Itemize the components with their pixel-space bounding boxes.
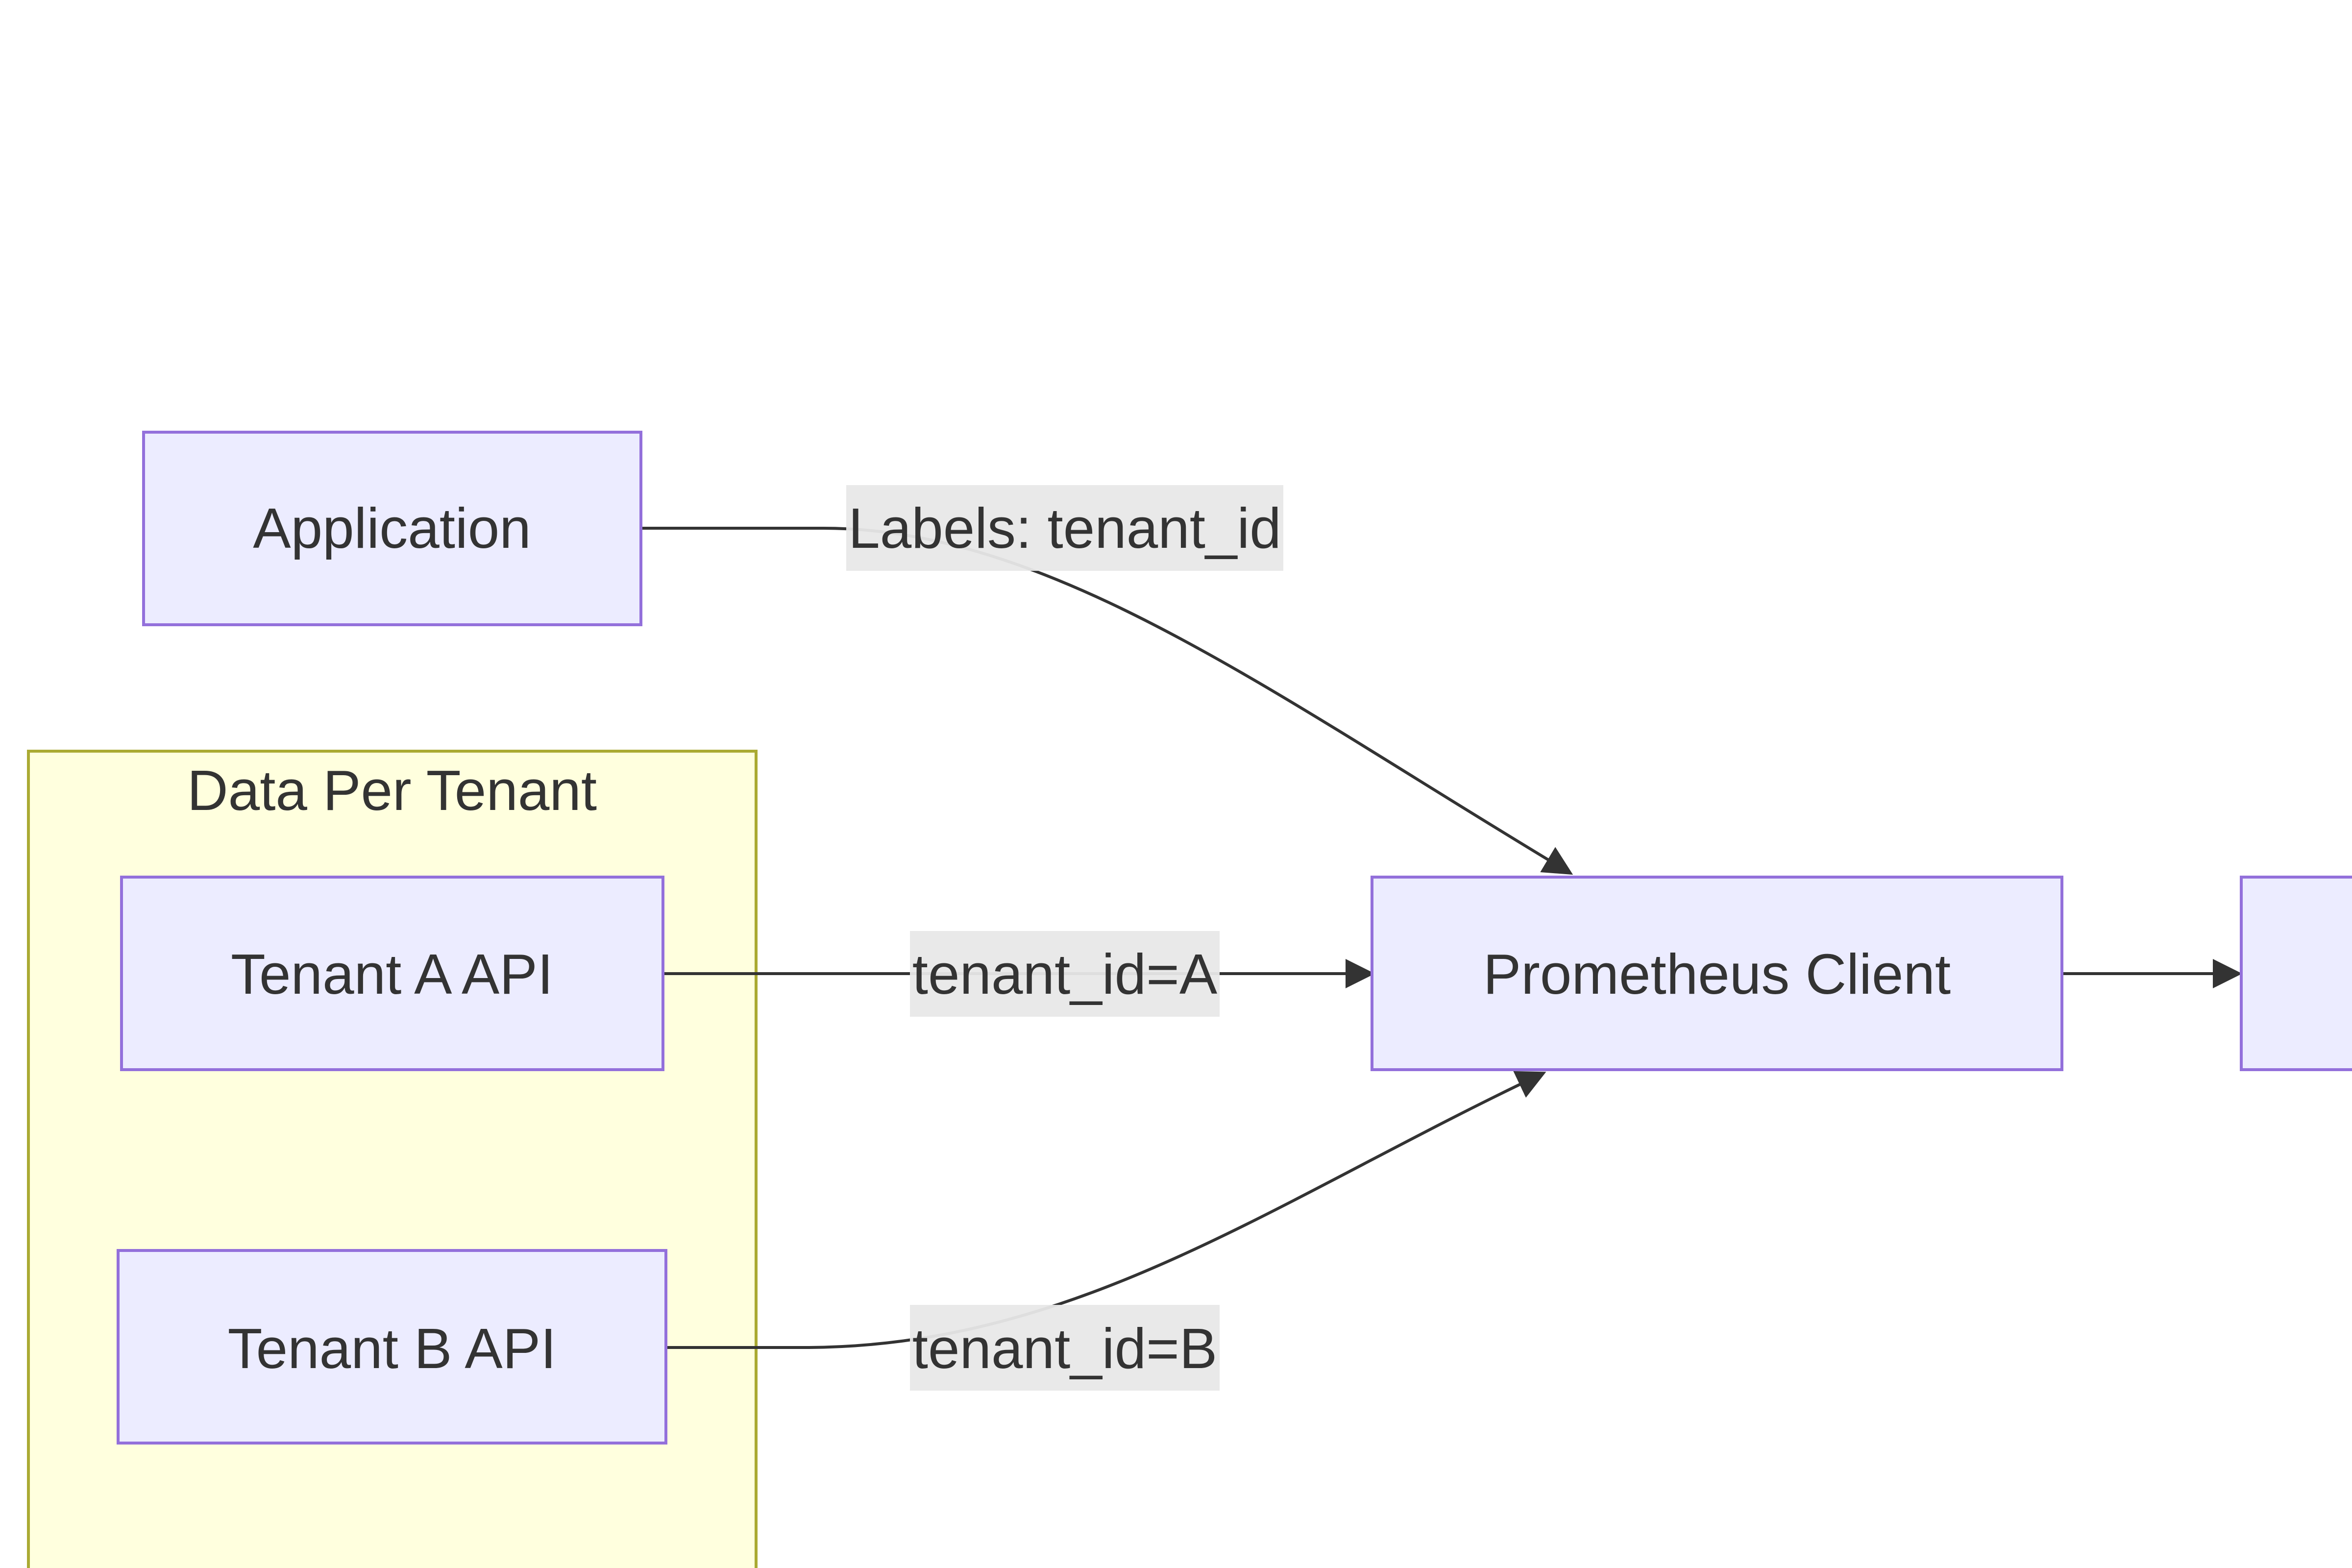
edge-label-text: tenant_id=A [912, 942, 1218, 1006]
edge-label-text: tenant_id=B [912, 1317, 1217, 1380]
edge-label-tenant-a: tenant_id=A [910, 931, 1220, 1017]
edge-label-bg [846, 485, 1283, 571]
node-tenant-b-api[interactable]: Tenant B API [117, 1249, 667, 1445]
node-offscreen-right[interactable] [2240, 876, 2352, 1071]
node-label: Application [253, 496, 531, 560]
edge-label-tenant-b: tenant_id=B [910, 1305, 1220, 1391]
edge-label-bg [910, 1305, 1220, 1391]
edge-application-to-client [641, 527, 1573, 875]
edge-tenant-b-to-client [666, 1071, 1546, 1349]
node-box[interactable] [142, 431, 642, 626]
node-box[interactable] [117, 1249, 667, 1445]
edge-label-app: Labels: tenant_id [846, 485, 1283, 571]
edge-label-bg [910, 931, 1220, 1017]
node-label: Tenant A API [231, 942, 553, 1006]
node-box[interactable] [1371, 876, 2063, 1071]
node-application[interactable]: Application [142, 431, 642, 626]
cluster-data-per-tenant: Data Per Tenant [27, 750, 758, 1568]
node-prometheus-client[interactable]: Prometheus Client [1371, 876, 2063, 1071]
node-label: Prometheus Client [1483, 942, 1951, 1006]
node-box[interactable] [120, 876, 664, 1071]
cluster-title: Data Per Tenant [187, 759, 597, 822]
node-tenant-a-api[interactable]: Tenant A API [120, 876, 664, 1071]
edge-label-text: Labels: tenant_id [848, 496, 1281, 560]
cluster-box [27, 750, 758, 1568]
node-box[interactable] [2240, 876, 2352, 1071]
node-label: Tenant B API [228, 1317, 557, 1380]
